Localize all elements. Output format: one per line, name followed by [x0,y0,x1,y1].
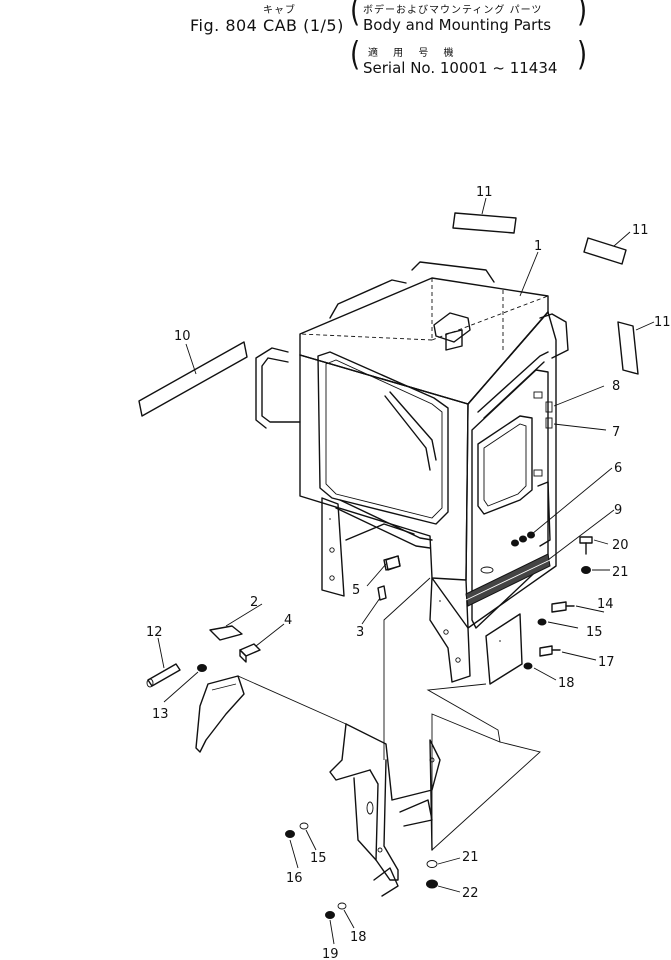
small-parts-3-5 [377,555,401,601]
callout-8: 8 [612,379,620,394]
callout-19: 19 [322,947,339,960]
callout-2: 2 [250,595,258,610]
washer-15-bottom [299,822,309,830]
bracket-right-2: ) [577,36,588,74]
washer-21-bottom [426,860,438,868]
callout-18-top: 18 [558,676,575,691]
callout-5: 5 [352,583,360,598]
callout-1: 1 [534,239,542,254]
callout-15-top: 15 [586,625,603,640]
callout-14: 14 [597,597,614,612]
callout-6: 6 [614,461,622,476]
nut-19 [325,911,335,919]
mounting-bracket [329,723,441,897]
nut-22 [426,879,438,889]
callout-11-side: 11 [654,315,671,330]
callout-11-top: 11 [476,185,493,200]
decal-side-right [617,321,639,375]
block-part-4 [239,643,261,663]
callout-18-bottom: 18 [350,930,367,945]
bracket-left-1: ( [350,0,361,30]
callout-16: 16 [286,871,303,886]
leader-lines [157,197,655,945]
serial-number-range: Serial No. 10001 ~ 11434 [363,59,558,77]
callout-15-bottom: 15 [310,851,327,866]
callout-22: 22 [462,886,479,901]
washer-18-bottom [337,902,347,910]
callout-13: 13 [152,707,169,722]
applicable-serial-label: 適 用 号 機 [368,48,460,59]
callout-3: 3 [356,625,364,640]
washer-18-top [523,662,533,670]
washer-part-13 [197,664,207,672]
bolt-20 [579,536,593,555]
bolt-14 [551,601,575,613]
pad-part-2 [209,625,243,641]
decal-left-large [138,341,248,417]
side-strip-part [195,675,245,753]
callout-21-top: 21 [612,565,629,580]
subtitle-english: Body and Mounting Parts [363,16,552,34]
pin-part-12 [146,663,181,688]
callout-4: 4 [284,613,292,628]
callout-9: 9 [614,503,622,518]
decal-top-center [452,212,517,234]
callout-11-right: 11 [632,223,649,238]
callout-labels: 1 14 2 3 4 5 6 7 8 9 10 11 11 11 12 13 1… [146,185,671,960]
mounting-frame-outline [237,577,541,851]
callout-7: 7 [612,425,620,440]
bracket-left-2: ( [350,36,361,74]
callout-21-bottom: 21 [462,850,479,865]
nut-16 [285,830,295,838]
decal-top-right [583,237,627,265]
callout-17: 17 [598,655,615,670]
figure-title-kana: キャブ [263,5,296,16]
washer-21-top [581,566,591,574]
subtitle-japanese: ボデーおよびマウンティング パーツ [363,5,543,16]
bolt-17 [539,645,561,657]
bracket-right-1: ) [577,0,588,30]
callout-10: 10 [174,329,191,344]
figure-title: Fig. 804 CAB (1/5) [190,16,344,35]
washer-15-top [537,618,547,626]
callout-12: 12 [146,625,163,640]
cab-body [255,261,569,685]
callout-20: 20 [612,538,629,553]
